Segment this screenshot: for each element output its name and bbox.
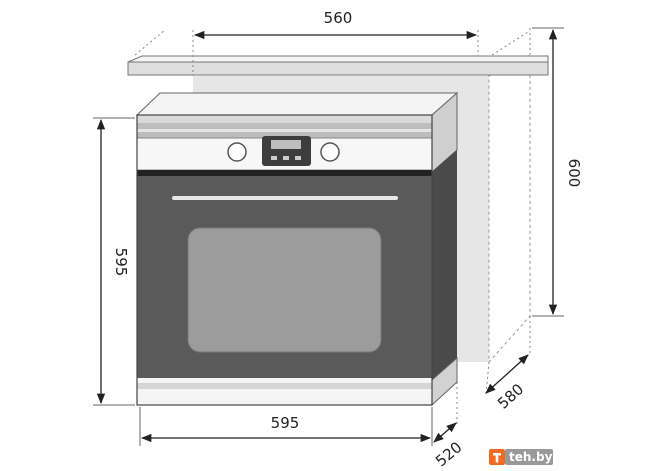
oven-top-face — [135, 92, 459, 116]
watermark-background — [505, 449, 553, 465]
door-window — [187, 227, 382, 353]
oven-top-strip — [137, 115, 432, 123]
control-knob-right — [320, 142, 340, 162]
dimension-line-bottom-diagonal — [433, 422, 457, 443]
display-button — [271, 156, 277, 160]
extension-lines — [93, 27, 564, 446]
dimension-label-left: 595 — [112, 248, 130, 277]
niche-side-panel — [488, 54, 531, 364]
oven-trim-highlight — [137, 129, 432, 132]
extension-line — [491, 31, 529, 56]
dimension-label-bottom: 595 — [271, 414, 300, 432]
countertop-front-face — [127, 61, 549, 76]
door-handle — [172, 196, 398, 200]
teh-logo-glyph — [492, 453, 501, 463]
control-knob-left — [227, 142, 247, 162]
countertop-top-face — [127, 55, 549, 63]
display-screen — [271, 140, 301, 149]
dimension-label-bottom-diagonal: 520 — [432, 438, 466, 470]
oven-bottom-stripe — [137, 383, 432, 389]
dimension-label-top: 560 — [324, 9, 353, 27]
extension-line — [485, 361, 490, 395]
oven-side-lower — [432, 150, 457, 380]
dimension-label-right: 600 — [565, 159, 583, 188]
display-button — [283, 156, 289, 160]
dimension-line-side-diagonal — [485, 354, 529, 394]
watermark: teh.by — [489, 449, 553, 465]
oven-front-outline — [136, 114, 433, 406]
oven — [135, 91, 459, 407]
display-button — [295, 156, 301, 160]
watermark-text: teh.by — [509, 450, 553, 464]
oven-bottom-trim — [137, 378, 432, 405]
panel-separator — [137, 170, 432, 176]
dimension-label-side-diagonal: 580 — [494, 380, 527, 413]
extension-line — [134, 29, 166, 56]
